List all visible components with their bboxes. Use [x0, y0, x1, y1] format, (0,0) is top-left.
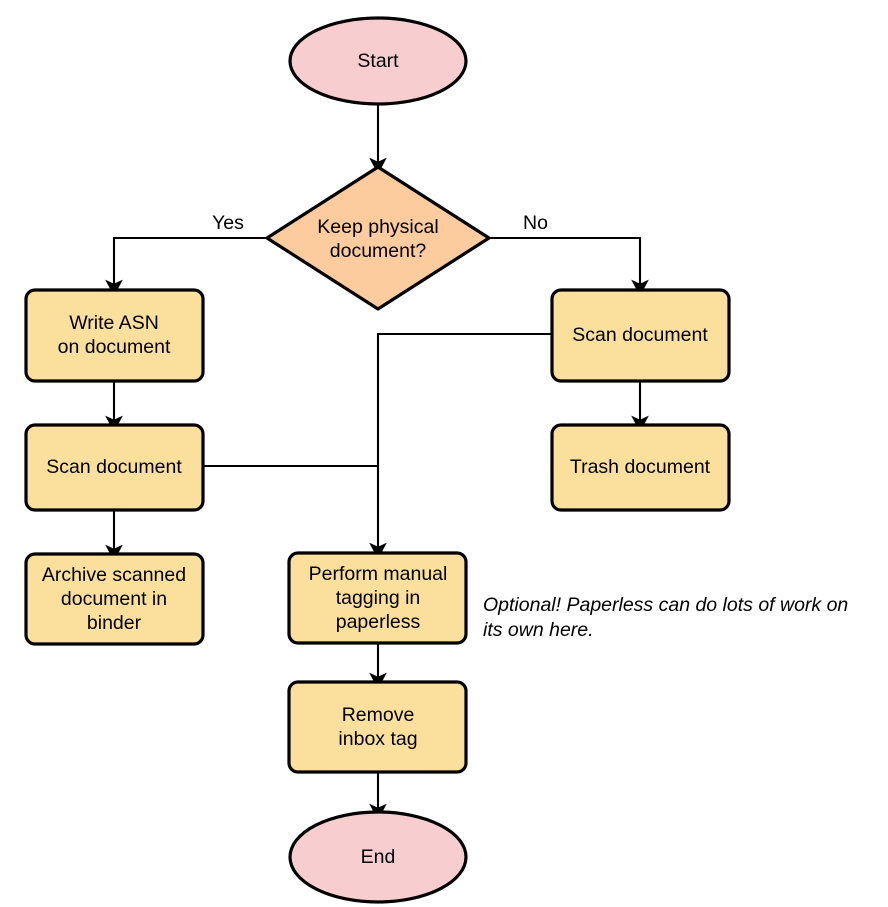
trash-document-box[interactable]	[550, 423, 731, 512]
edge-decision-no-to-scan-right	[489, 236, 649, 297]
remove-inbox-tag-label-line2: inbox tag	[338, 728, 417, 750]
node-trash-document[interactable]: Trash document	[550, 423, 731, 512]
node-perform-manual-tagging[interactable]: Perform manual tagging in paperless	[287, 551, 468, 645]
node-remove-inbox-tag[interactable]: Remove inbox tag	[287, 680, 468, 774]
write-asn-label-line2: on document	[58, 336, 171, 358]
node-write-asn[interactable]: Write ASN on document	[24, 288, 205, 383]
annotation-line2: its own here.	[483, 619, 594, 641]
edge-decision-yes-to-write-asn	[105, 236, 267, 297]
tagging-box[interactable]	[287, 551, 468, 645]
tagging-label-line2: tagging in	[336, 587, 421, 609]
scan-document-right-box[interactable]	[550, 288, 731, 383]
node-archive-scanned-document[interactable]: Archive scanned document in binder	[24, 552, 205, 646]
write-asn-label-line1: Write ASN	[69, 312, 159, 334]
archive-label-line2: document in	[61, 588, 167, 610]
end-ellipse[interactable]	[288, 810, 468, 904]
archive-label-line1: Archive scanned	[42, 564, 186, 586]
scan-document-left-box[interactable]	[24, 423, 205, 512]
decision-diamond[interactable]	[265, 165, 491, 311]
scan-document-right-label: Scan document	[572, 324, 708, 346]
archive-label-line3: binder	[87, 612, 142, 634]
node-end[interactable]: End	[288, 810, 468, 904]
node-scan-document-right[interactable]: Scan document	[550, 288, 731, 383]
annotation-optional-note: Optional! Paperless can do lots of work …	[483, 594, 848, 641]
decision-label-line2: document?	[330, 240, 427, 262]
edge-scan-right-to-tagging	[369, 332, 552, 560]
node-decision-keep-physical-document[interactable]: Keep physical document?	[265, 165, 491, 311]
tagging-label-line1: Perform manual	[309, 563, 448, 585]
end-label: End	[361, 846, 396, 868]
edge-label-yes: Yes	[212, 212, 244, 234]
remove-inbox-tag-box[interactable]	[287, 680, 468, 774]
annotation-line1: Optional! Paperless can do lots of work …	[483, 594, 848, 616]
start-label: Start	[357, 50, 399, 72]
edge-labels-layer: Yes No	[212, 212, 548, 234]
edge-label-no: No	[523, 212, 548, 234]
edges-layer	[105, 101, 649, 821]
tagging-label-line3: paperless	[336, 611, 421, 633]
write-asn-box[interactable]	[24, 288, 205, 383]
archive-box[interactable]	[24, 552, 205, 646]
node-scan-document-left[interactable]: Scan document	[24, 423, 205, 512]
scan-document-left-label: Scan document	[46, 456, 182, 478]
start-ellipse[interactable]	[288, 16, 468, 106]
node-start[interactable]: Start	[288, 16, 468, 106]
trash-document-label: Trash document	[570, 456, 711, 478]
decision-label-line1: Keep physical	[317, 216, 438, 238]
remove-inbox-tag-label-line1: Remove	[342, 704, 415, 726]
